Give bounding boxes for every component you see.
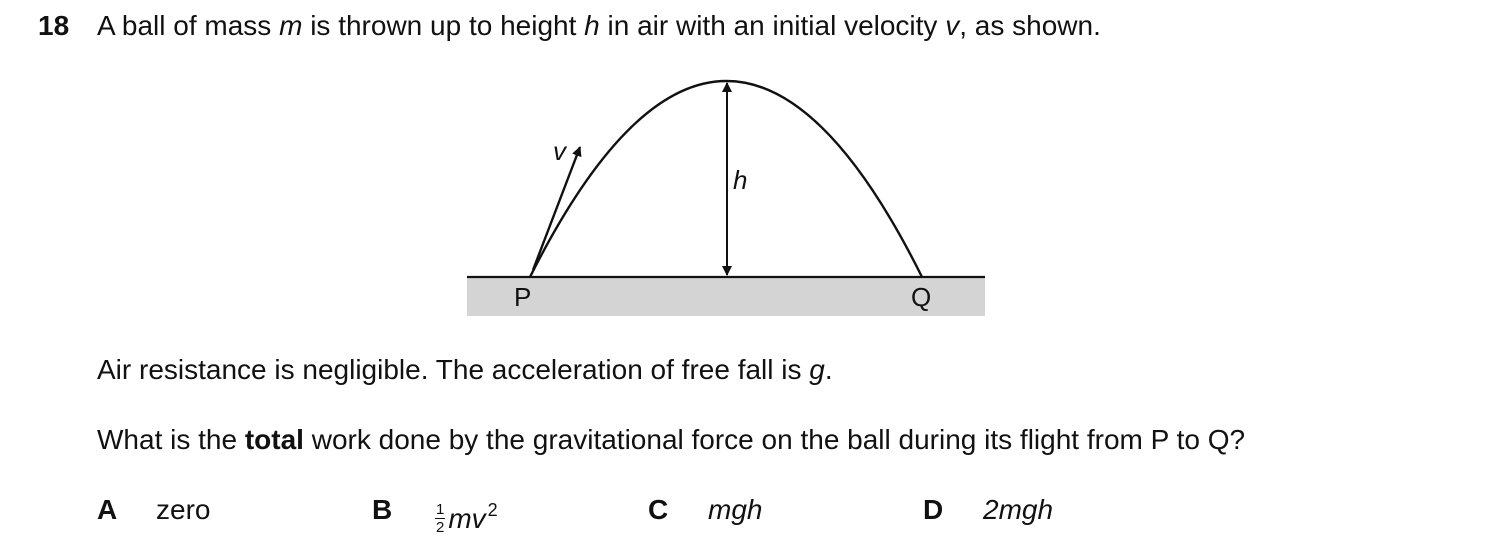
question-stem: A ball of mass m is thrown up to height …: [97, 10, 1101, 41]
option-letter: B: [372, 494, 393, 525]
question-number: 18: [38, 10, 70, 41]
option-text: zero: [156, 494, 211, 525]
option-letter: A: [97, 494, 118, 525]
velocity-label: v: [553, 136, 568, 166]
option-letter: C: [648, 494, 669, 525]
point-q-label: Q: [911, 282, 931, 312]
option-text: mgh: [708, 494, 763, 525]
height-label: h: [733, 165, 747, 195]
assumption-text: Air resistance is negligible. The accele…: [97, 354, 833, 385]
trajectory-curve: [528, 80, 924, 278]
point-p-label: P: [514, 282, 531, 312]
question-prompt: What is the total work done by the gravi…: [97, 424, 1246, 455]
ground: [467, 277, 985, 316]
option-letter: D: [923, 494, 944, 525]
option-text: 2mgh: [983, 494, 1054, 525]
velocity-arrow: [531, 146, 582, 271]
